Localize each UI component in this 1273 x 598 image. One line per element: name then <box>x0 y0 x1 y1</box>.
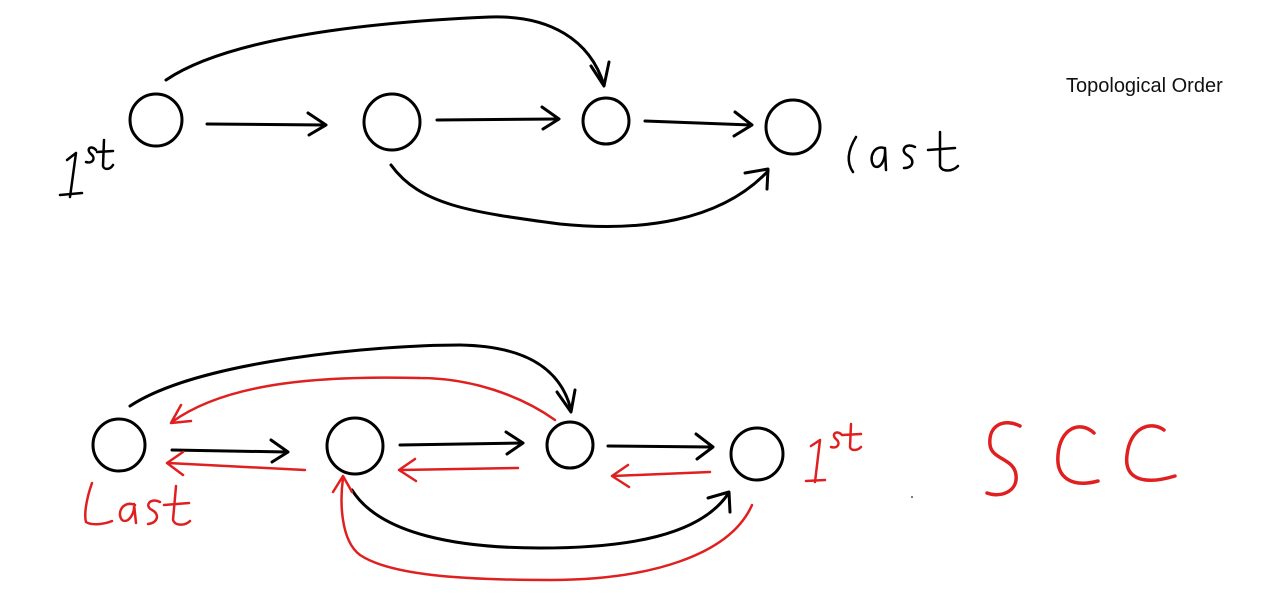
top-node-1 <box>128 92 184 148</box>
top-edge-2-3 <box>435 105 561 131</box>
bottom-edge-1-2 <box>170 438 290 464</box>
bottom-node-4 <box>729 426 785 482</box>
bottom-edge-2-3 <box>398 430 525 456</box>
bottom-reverse-edge-4-2-curved <box>331 474 754 582</box>
bottom-edge-2-4-curved <box>350 488 732 550</box>
top-edge-2-4-curved <box>389 163 770 228</box>
bottom-edge-3-4 <box>606 432 715 461</box>
top-first-label-glyph <box>58 138 115 199</box>
top-edge-1-3-curved <box>164 15 611 88</box>
bottom-node-2 <box>325 416 385 476</box>
bottom-reverse-edges <box>165 376 754 582</box>
stray-dot <box>911 496 913 498</box>
bottom-first-label-glyph <box>804 422 863 484</box>
top-edge-1-2 <box>205 111 328 137</box>
bottom-reverse-edge-4-3 <box>610 463 712 489</box>
bottom-edge-1-3-curved <box>128 343 577 414</box>
top-node-4 <box>764 98 822 156</box>
bottom-reverse-edge-3-1-curved <box>169 376 557 425</box>
bottom-reverse-edge-3-2 <box>397 457 520 483</box>
bottom-graph <box>84 343 1177 582</box>
bottom-last-label-glyph <box>84 481 192 526</box>
bottom-node-3 <box>545 420 595 470</box>
top-last-label-glyph <box>847 130 960 174</box>
topological-order-title: Topological Order <box>1066 75 1223 97</box>
top-edge-3-4 <box>643 110 754 138</box>
scc-title-glyph <box>985 421 1177 497</box>
top-graph <box>58 15 960 228</box>
top-node-3 <box>581 96 631 146</box>
top-node-2 <box>362 92 422 152</box>
bottom-reverse-edge-2-1 <box>165 450 307 477</box>
bottom-node-1 <box>91 417 147 473</box>
bottom-forward-edges <box>128 343 732 550</box>
